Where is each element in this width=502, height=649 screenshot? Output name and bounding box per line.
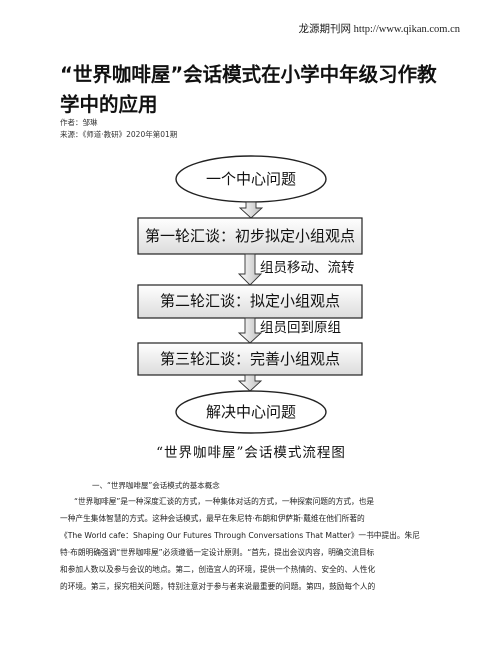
body-line: 《The World cafe：Shaping Our Futures Thro… (60, 531, 420, 540)
end-node (175, 390, 327, 434)
article-title: “世界咖啡屋”会话模式在小学中年级习作教 学中的应用 (60, 60, 460, 120)
body-line: 的环境。第三，探究相关问题，特别注意对于参与者来说最重要的问题。第四，鼓励每个人… (60, 582, 376, 591)
edge-label-return: 组员回到原组 (260, 320, 341, 336)
step2-node-label: 第二轮汇谈：拟定小组观点 (160, 292, 340, 310)
section-heading: 一、“世界咖啡屋”会话模式的基本概念 (92, 481, 220, 490)
arrow-step1-step2 (237, 253, 263, 286)
arrow-step2-step3 (237, 317, 263, 344)
start-node-label: 一个中心问题 (206, 170, 296, 188)
site-header: 龙源期刊网 http://www.qikan.com.cn (298, 24, 460, 35)
body-line: 和参加人数以及参与会议的地点。第二，创造宜人的环境，提供一个热情的、安全的、人性… (60, 565, 376, 574)
arrow-start-step1 (238, 201, 264, 219)
step1-node-label: 第一轮汇谈：初步拟定小组观点 (145, 227, 355, 245)
article-author: 作者：邹琳 (60, 118, 98, 127)
step2-node (137, 284, 363, 319)
edge-label-rotate: 组员移动、流转 (260, 260, 355, 276)
end-node-label: 解决中心问题 (206, 403, 296, 421)
diagram-caption: “世界咖啡屋”会话模式流程图 (156, 445, 346, 461)
step3-node-label: 第三轮汇谈：完善小组观点 (160, 350, 340, 368)
body-line: “世界咖啡屋”是一种深度汇谈的方式，一种集体对话的方式，一种探索问题的方式，也是 (74, 497, 375, 506)
title-line-2: 学中的应用 (60, 93, 158, 116)
article-source: 来源：《师道·教研》2020年第01期 (60, 130, 178, 139)
step3-node (137, 342, 363, 376)
body-line: 特·布朗明确强调“世界咖啡屋”必须遵循一定设计原则。“首先，提出会议内容，明确交… (60, 548, 375, 557)
body-line: 一种产生集体智慧的方式。这种会话模式，最早在朱尼特·布朗和伊萨斯·戴维在他们所著… (60, 514, 365, 523)
title-line-1: “世界咖啡屋”会话模式在小学中年级习作教 (60, 63, 437, 86)
arrow-step3-end (237, 374, 263, 392)
